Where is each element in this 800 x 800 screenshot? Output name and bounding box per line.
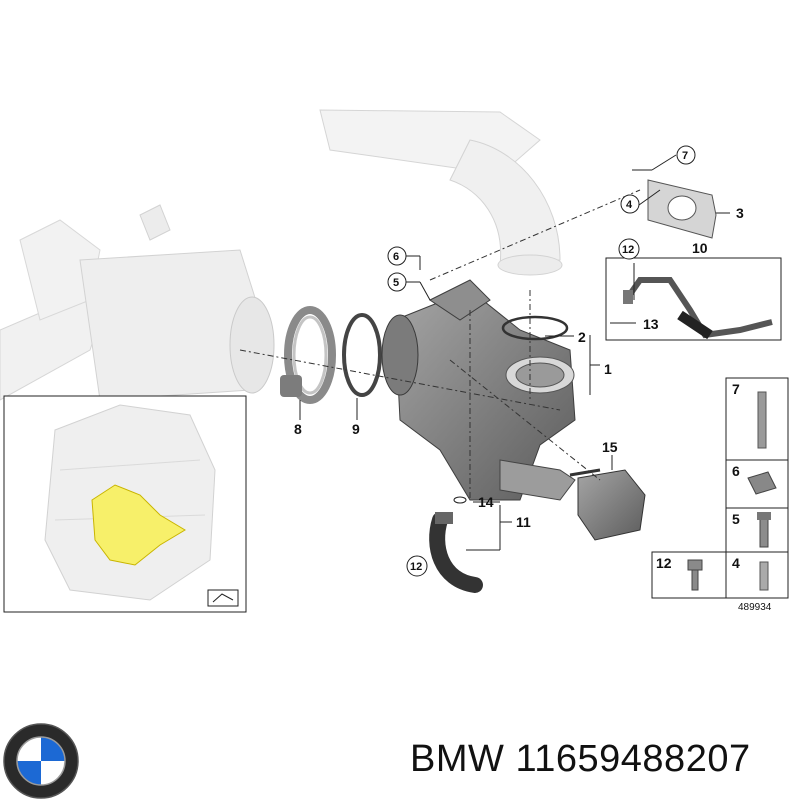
table-cell-7: 7: [732, 381, 740, 397]
wastegate-actuator-15: [569, 468, 646, 541]
callout-4: 4: [626, 199, 633, 211]
intake-pipe-ghost: [319, 109, 563, 276]
engine-location-inset: [3, 395, 247, 613]
bmw-logo: [3, 723, 79, 799]
o-ring-14: [453, 496, 467, 504]
callout-12a-ring: [618, 238, 640, 260]
gasket-3: [647, 179, 717, 239]
dash-dot-axis-lines: [239, 189, 641, 500]
drawing-number: 489934: [738, 602, 772, 613]
callout-12b-ring: [406, 555, 428, 577]
callout-13: 13: [643, 316, 659, 332]
callout-11: 11: [516, 514, 531, 530]
oil-return-hose-11: [429, 512, 483, 593]
o-ring-2: [501, 315, 569, 341]
callout-6: 6: [393, 251, 399, 263]
callout-2: 2: [578, 329, 586, 345]
callout-5-ring: [387, 272, 407, 292]
table-cell-5: 5: [732, 511, 740, 527]
table-cell-12: 12: [656, 555, 672, 571]
small-parts-table: 7 6 5 12 4 489934: [651, 377, 789, 613]
callout-4-ring: [620, 194, 640, 214]
callout-15: 15: [602, 439, 618, 455]
callout-12a: 12: [622, 244, 634, 256]
callout-3: 3: [736, 205, 744, 221]
callout-7-ring: [676, 145, 696, 165]
callout-leader-lines: [299, 154, 730, 551]
turbo-highlight: [91, 484, 186, 566]
callout-6-ring: [387, 246, 407, 266]
callout-1: 1: [604, 361, 612, 377]
callout-14: 14: [478, 494, 494, 510]
table-cell-4: 4: [732, 555, 740, 571]
callout-12b: 12: [410, 561, 422, 573]
callout-7: 7: [682, 150, 688, 162]
callout-10: 10: [692, 240, 708, 256]
gasket-ring-9: [342, 313, 382, 397]
v-band-clamp-8: [280, 306, 336, 404]
callout-8: 8: [294, 421, 302, 437]
part-title: BMW 11659488207: [410, 738, 751, 781]
callout-5: 5: [393, 277, 399, 289]
catalytic-converter-ghost: [0, 204, 275, 401]
callout-9: 9: [352, 421, 360, 437]
part-number: 11659488207: [515, 738, 751, 780]
brand-name: BMW: [410, 738, 505, 780]
turbocharger-assembly: [381, 279, 576, 501]
oil-feed-line-10-box: [605, 257, 782, 341]
table-cell-6: 6: [732, 463, 740, 479]
